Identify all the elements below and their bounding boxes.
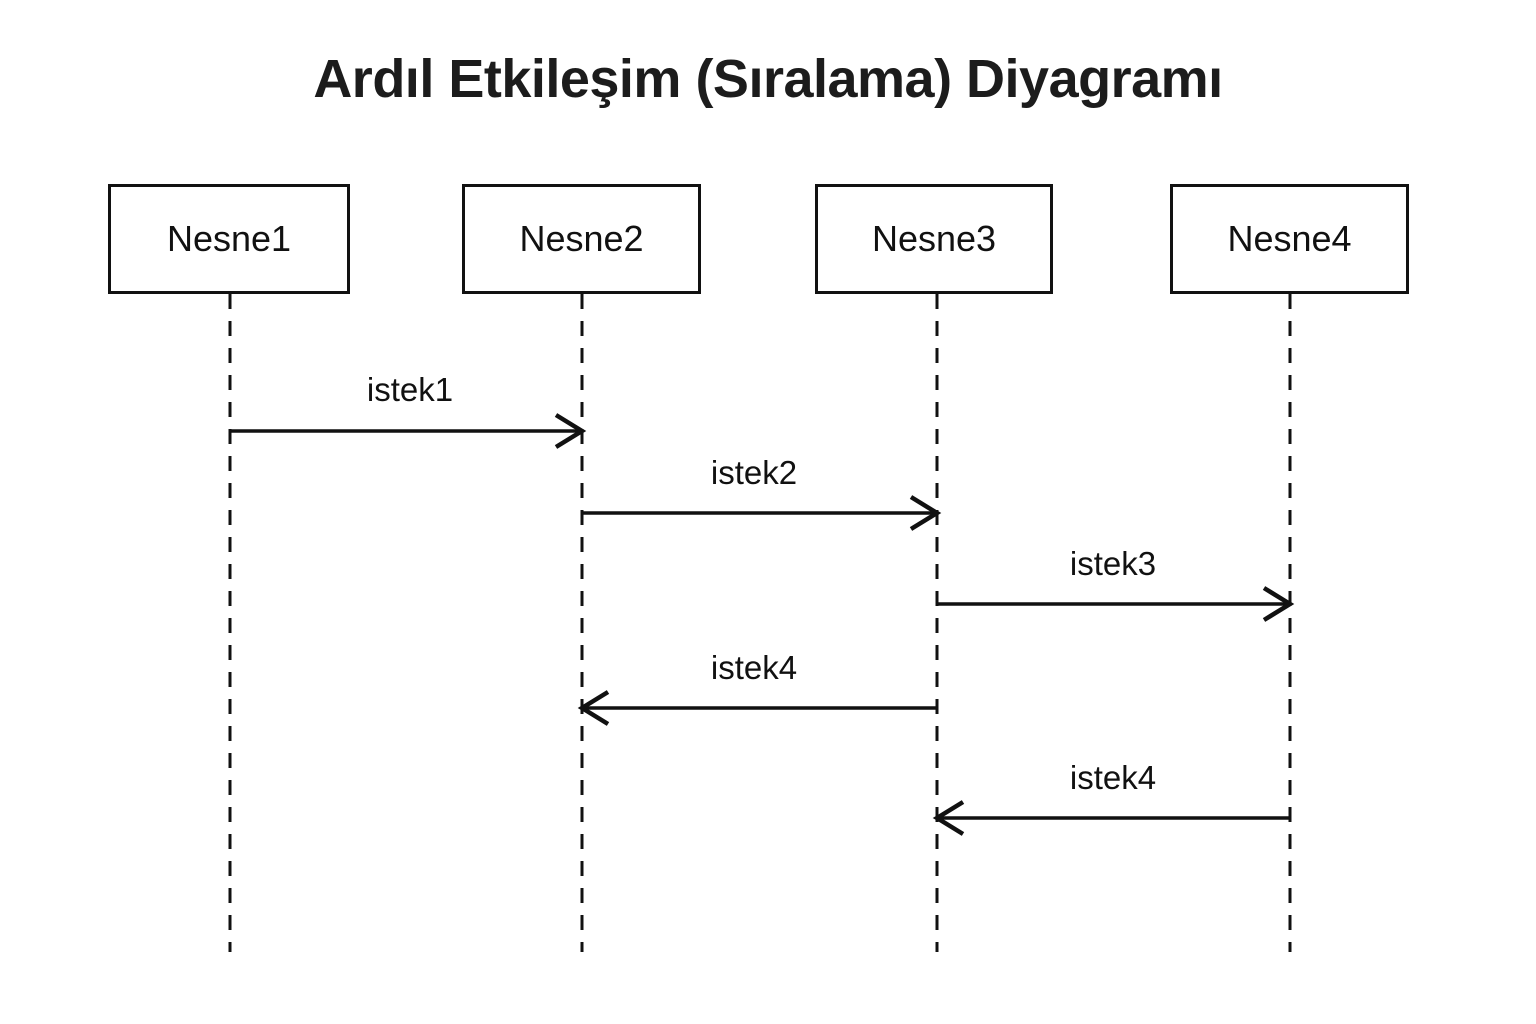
object-box-label: Nesne2 xyxy=(519,218,644,259)
message-label: istek3 xyxy=(1069,545,1157,582)
message-arrow-4[interactable] xyxy=(577,690,937,726)
message-arrow-5[interactable] xyxy=(932,800,1290,836)
message-label: istek1 xyxy=(366,371,454,408)
object-box-n1[interactable]: Nesne1 xyxy=(108,184,350,294)
message-arrowhead xyxy=(1262,586,1295,622)
object-box-n4[interactable]: Nesne4 xyxy=(1170,184,1409,294)
object-box-n3[interactable]: Nesne3 xyxy=(815,184,1053,294)
object-box-label: Nesne1 xyxy=(166,218,292,259)
message-label: istek2 xyxy=(710,454,798,491)
message-arrowhead xyxy=(554,413,587,449)
message-arrow-2[interactable] xyxy=(582,495,942,531)
page-title: Ardıl Etkileşim (Sıralama) Diyagramı xyxy=(313,49,1223,109)
message-arrow-3[interactable] xyxy=(937,586,1295,622)
message-arrow-1[interactable] xyxy=(230,413,587,449)
message-arrowhead xyxy=(909,495,942,531)
message-arrowhead xyxy=(932,800,965,836)
object-box-label: Nesne3 xyxy=(871,218,997,259)
message-arrowhead xyxy=(577,690,610,726)
object-box-n2[interactable]: Nesne2 xyxy=(462,184,701,294)
object-box-label: Nesne4 xyxy=(1227,218,1352,259)
message-label: istek4 xyxy=(710,649,798,686)
message-label: istek4 xyxy=(1069,759,1157,796)
